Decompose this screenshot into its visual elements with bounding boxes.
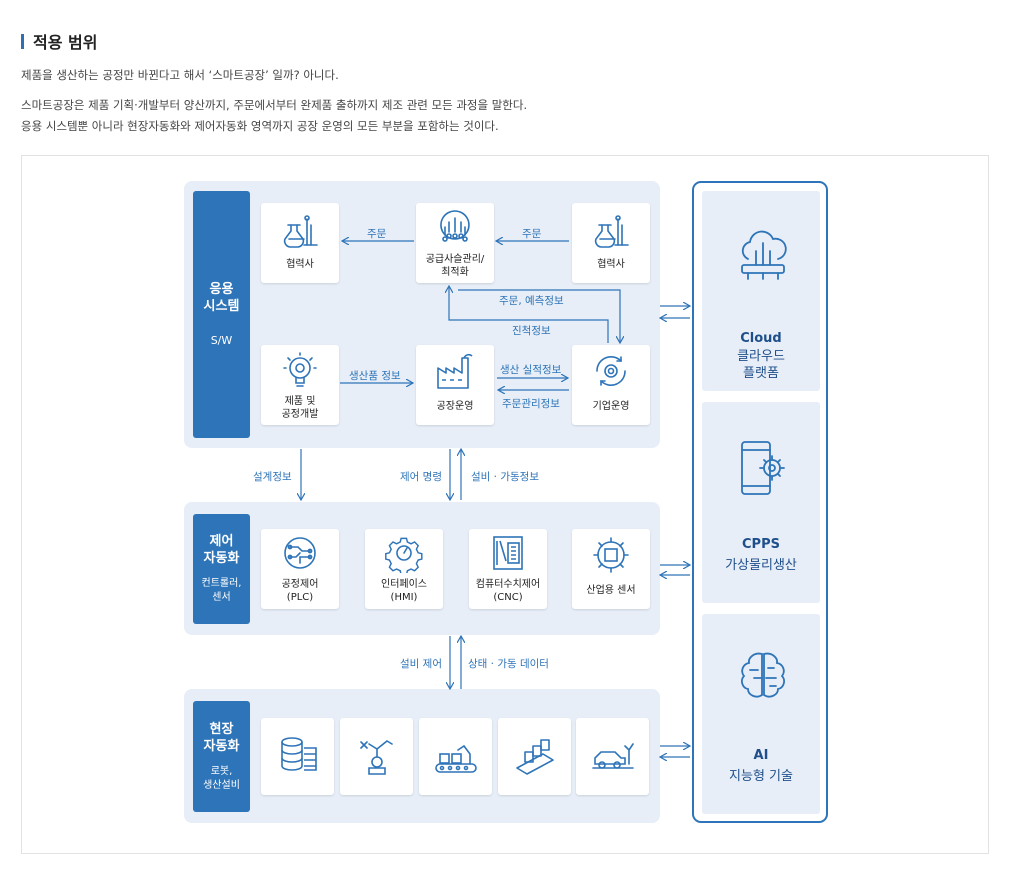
card-enterprise-ops: 기업운영 — [572, 345, 650, 425]
label-factory-ops: 공장운영 — [436, 401, 474, 412]
card-plc: 공정제어 (PLC) — [261, 529, 339, 609]
label-scm: 공급사슬관리/ 최적화 — [425, 254, 485, 278]
app-system-label: 응용 시스템 S/W — [193, 191, 250, 438]
flow-product-info: 생산품 정보 — [349, 370, 401, 382]
flow-order-right: 주문 — [522, 228, 542, 240]
supply-chain-gear-icon — [440, 210, 470, 242]
cnc-machine-icon — [493, 536, 523, 570]
brain-circuit-icon — [741, 652, 785, 698]
field-automation-sub: 로봇, 생산설비 — [203, 765, 240, 791]
mobile-gear-icon — [741, 441, 785, 495]
storage-stack-icon — [280, 737, 317, 771]
field-automation-name: 현장 자동화 — [203, 721, 240, 754]
chip-gear-icon — [593, 537, 629, 573]
intro-line-1: 제품을 생산하는 공정만 바뀐다고 해서 ‘스마트공장’ 일까? 아니다. — [21, 68, 339, 82]
label-plc: 공정제어 (PLC) — [281, 579, 319, 603]
card-partner-left: 협력사 — [261, 203, 339, 283]
flow-progress: 진척정보 — [512, 325, 551, 337]
platform-panel: Cloud 클라우드 플랫폼 CPPS 가상물리생산 AI 지능형 기술 — [692, 181, 828, 823]
label-enterprise-ops: 기업운영 — [592, 401, 630, 412]
circuit-brain-icon — [284, 537, 316, 569]
card-field-conveyor-robot — [419, 718, 492, 795]
flow-equip-control: 설비 제어 — [400, 658, 442, 670]
factory-icon — [437, 353, 473, 389]
label-product-dev: 제품 및 공정개발 — [281, 396, 319, 420]
control-automation-name: 제어 자동화 — [203, 534, 240, 566]
card-field-robot-arm — [340, 718, 413, 795]
card-product-dev: 제품 및 공정개발 — [261, 345, 339, 425]
diagram-frame — [21, 155, 989, 854]
platform-cloud-ko: 클라우드 플랫폼 — [737, 349, 785, 381]
gear-dial-icon — [385, 537, 423, 573]
flow-status-data: 상태 · 가동 데이터 — [468, 658, 549, 670]
platform-cloud: Cloud 클라우드 플랫폼 — [702, 191, 820, 391]
section-heading: 적용 범위 — [21, 31, 98, 52]
card-factory-ops: 공장운영 — [416, 345, 494, 425]
lightbulb-gear-icon — [283, 352, 317, 387]
platform-cpps-ko: 가상물리생산 — [725, 558, 797, 573]
factory-flask-icon — [594, 215, 629, 248]
card-scm: 공급사슬관리/ 최적화 — [416, 203, 494, 283]
label-partner-left: 협력사 — [286, 259, 314, 270]
flow-design-info: 설계정보 — [253, 471, 292, 483]
card-sensor: 산업용 센서 — [572, 529, 650, 609]
platform-ai: AI 지능형 기술 — [702, 614, 820, 814]
platform-cloud-en: Cloud — [740, 331, 782, 346]
field-automation-label: 현장 자동화 로봇, 생산설비 — [193, 701, 250, 812]
platform-cpps: CPPS 가상물리생산 — [702, 402, 820, 603]
intro-line-3: 응용 시스템뿐 아니라 현장자동화와 제어자동화 영역까지 공장 운영의 모든 … — [21, 119, 499, 133]
flow-control-cmd: 제어 명령 — [400, 471, 442, 483]
card-field-packaging — [498, 718, 571, 795]
cloud-network-icon — [741, 230, 787, 280]
factory-flask-icon — [283, 215, 318, 248]
flow-order-forecast: 주문, 예측정보 — [499, 295, 564, 307]
card-field-storage — [261, 718, 334, 795]
app-system-name: 응용 시스템 — [203, 282, 240, 314]
label-hmi: 인터페이스 (HMI) — [381, 579, 427, 603]
control-automation-label: 제어 자동화 컨트롤러, 센서 — [193, 514, 250, 624]
control-automation-sub: 컨트롤러, 센서 — [201, 578, 242, 603]
label-partner-right: 협력사 — [597, 259, 625, 270]
car-assembly-icon — [591, 743, 634, 769]
packaging-line-icon — [515, 739, 554, 775]
label-sensor: 산업용 센서 — [586, 585, 636, 596]
card-cnc: 컴퓨터수치제어 (CNC) — [469, 529, 547, 609]
label-cnc: 컴퓨터수치제어 (CNC) — [475, 579, 541, 603]
card-field-car-assembly — [576, 718, 649, 795]
conveyor-robot-icon — [434, 744, 477, 773]
platform-cpps-en: CPPS — [742, 537, 780, 552]
card-partner-right: 협력사 — [572, 203, 650, 283]
section-title: 적용 범위 — [33, 33, 98, 52]
flow-production-perf: 생산 실적정보 — [500, 364, 562, 376]
cycle-gear-icon — [596, 356, 626, 386]
platform-ai-en: AI — [753, 748, 769, 763]
flow-order-mgmt: 주문관리정보 — [502, 398, 560, 410]
app-system-sub: S/W — [210, 334, 233, 347]
intro-line-2: 스마트공장은 제품 기획·개발부터 양산까지, 주문에서부터 완제품 출하까지 … — [21, 98, 528, 112]
flow-equip-status: 설비 · 가동정보 — [471, 471, 539, 483]
flow-order-left: 주문 — [367, 228, 387, 240]
platform-ai-ko: 지능형 기술 — [729, 769, 793, 784]
heading-accent-bar — [21, 33, 24, 49]
robot-arm-icon — [359, 740, 393, 775]
card-hmi: 인터페이스 (HMI) — [365, 529, 443, 609]
